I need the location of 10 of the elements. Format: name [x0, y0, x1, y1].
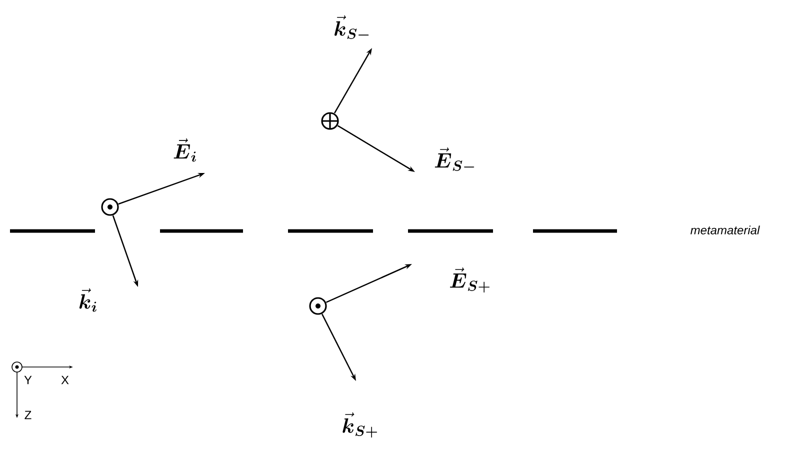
material-label: metamaterial — [690, 226, 760, 234]
axis-label: X — [61, 376, 69, 384]
vector-label: $\vec{\boldsymbol{E}}_{\boldsymbol{S-}}$ — [434, 147, 474, 171]
axis-label: Z — [24, 410, 32, 420]
vector-label: $\vec{\boldsymbol{E}}_{\boldsymbol{S+}}$ — [450, 268, 490, 293]
vector-label: $\vec{\boldsymbol{k}}_{\boldsymbol{S-}}$ — [334, 15, 369, 39]
vector-label: $\vec{\boldsymbol{k}}_{\boldsymbol{i}}$ — [79, 288, 96, 312]
vector-label: $\vec{\boldsymbol{E}}_{\boldsymbol{i}}$ — [174, 138, 196, 162]
axis-label: Y — [24, 376, 32, 384]
vector-label: $\vec{\boldsymbol{k}}_{\boldsymbol{S+}}$ — [342, 412, 377, 438]
